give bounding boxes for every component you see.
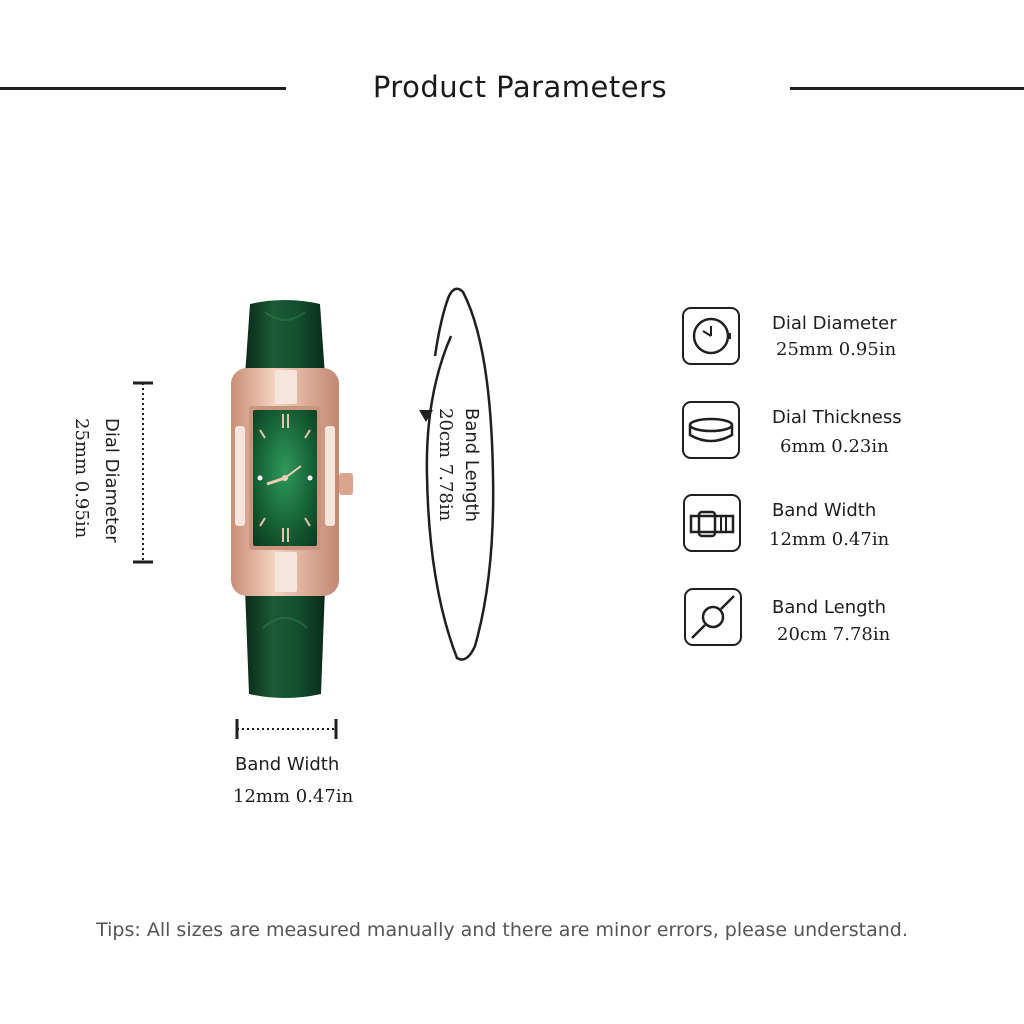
param-band-width-value: 12mm 0.47in [769,529,890,550]
dial-diameter-side-label: Dial Diameter [101,418,122,543]
watch-image [231,300,353,698]
header-rule-right [790,87,1024,90]
band-width-bottom-value: 12mm 0.47in [233,786,354,807]
param-dial-diameter-value: 25mm 0.95in [776,339,897,360]
param-band-length-value: 20cm 7.78in [777,624,891,645]
band-width-bottom-label: Band Width [235,754,340,775]
param-band-width-label: Band Width [772,500,877,521]
dial-diameter-dimension-line [133,381,153,564]
param-dial-diameter-label: Dial Diameter [772,313,897,334]
band-width-dimension-line [235,719,338,739]
param-dial-thickness-label: Dial Thickness [772,407,902,428]
band-length-side-label: Band Length [461,408,482,523]
header-rule-left [0,87,286,90]
page-title: Product Parameters [372,70,668,104]
disc-thickness-icon [682,401,740,459]
strap-length-icon [684,588,742,646]
buckle-icon [683,494,741,552]
band-length-side-value: 20cm 7.78in [435,408,456,522]
watch-face-icon [682,307,740,365]
param-band-length-label: Band Length [772,597,887,618]
param-dial-thickness-value: 6mm 0.23in [780,436,889,457]
band-length-loop [419,287,495,661]
tips-note: Tips: All sizes are measured manually an… [96,919,908,941]
dial-diameter-side-value: 25mm 0.95in [71,418,92,539]
